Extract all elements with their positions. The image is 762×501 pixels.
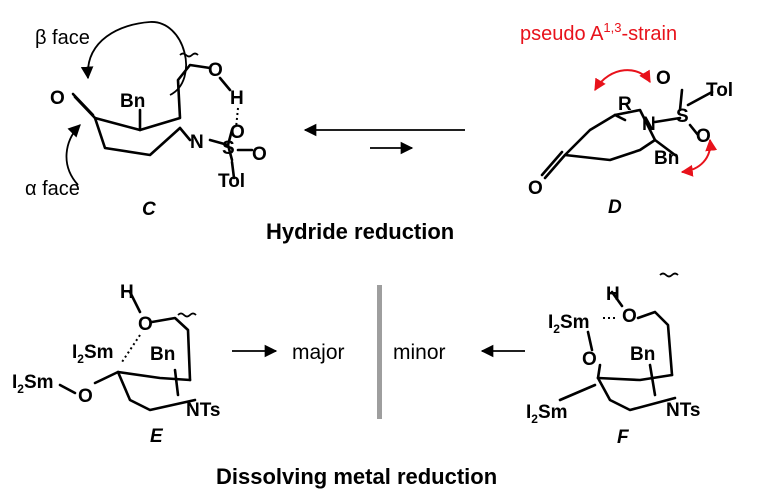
svg-text:I2Sm: I2Sm — [548, 312, 590, 336]
compound-label-f: F — [617, 427, 630, 448]
svg-text:Bn: Bn — [120, 91, 145, 112]
svg-text:H: H — [606, 284, 620, 305]
compound-f-structure: H O I2Sm O Bn I2Sm NTs F — [526, 272, 700, 448]
svg-text:O: O — [656, 68, 671, 89]
svg-text:O: O — [230, 122, 245, 143]
strain-arrow-bottom — [680, 138, 718, 177]
svg-text:H: H — [120, 282, 134, 303]
svg-text:Bn: Bn — [654, 148, 679, 169]
compound-d-structure: pseudo A1,3-strain O R N S O O Tol Bn D — [520, 20, 733, 218]
svg-text:O: O — [138, 314, 153, 335]
svg-text:S: S — [222, 138, 235, 159]
svg-text:O: O — [622, 306, 637, 327]
svg-text:O: O — [50, 88, 65, 109]
svg-text:I2Sm: I2Sm — [12, 372, 54, 396]
svg-text:O: O — [528, 178, 543, 199]
dissolving-reduction-title: Dissolving metal reduction — [216, 464, 497, 489]
svg-text:N: N — [642, 114, 656, 135]
minor-label: minor — [393, 341, 446, 364]
svg-text:Tol: Tol — [218, 171, 245, 192]
svg-text:O: O — [252, 144, 267, 165]
compound-c-structure: β face α face O Bn O H O N S O Tol C — [25, 21, 267, 220]
beta-face-arrow — [149, 21, 187, 96]
svg-text:NTs: NTs — [666, 400, 700, 421]
svg-text:O: O — [78, 386, 93, 407]
svg-text:O: O — [582, 349, 597, 370]
svg-text:H: H — [230, 88, 244, 109]
strain-label: pseudo A1,3-strain — [520, 20, 677, 45]
compound-label-c: C — [142, 199, 156, 220]
divider-bar — [377, 285, 382, 419]
hydride-reduction-title: Hydride reduction — [266, 219, 454, 244]
svg-text:NTs: NTs — [186, 400, 220, 421]
compound-label-d: D — [608, 197, 622, 218]
svg-text:I2Sm: I2Sm — [72, 342, 114, 366]
major-label: major — [292, 341, 345, 364]
svg-text:Bn: Bn — [630, 344, 655, 365]
alpha-face-label: α face — [25, 178, 80, 200]
svg-text:O: O — [696, 126, 711, 147]
svg-text:S: S — [676, 106, 689, 127]
compound-e-structure: H O I2Sm Bn I2Sm O NTs E — [12, 282, 220, 447]
svg-text:O: O — [208, 60, 223, 81]
compound-label-e: E — [150, 426, 164, 447]
svg-text:N: N — [190, 132, 204, 153]
svg-text:R: R — [618, 94, 632, 115]
svg-text:Tol: Tol — [706, 80, 733, 101]
svg-text:I2Sm: I2Sm — [526, 402, 568, 426]
beta-face-label: β face — [35, 27, 90, 49]
svg-text:Bn: Bn — [150, 344, 175, 365]
strain-arrow-top — [594, 69, 651, 92]
